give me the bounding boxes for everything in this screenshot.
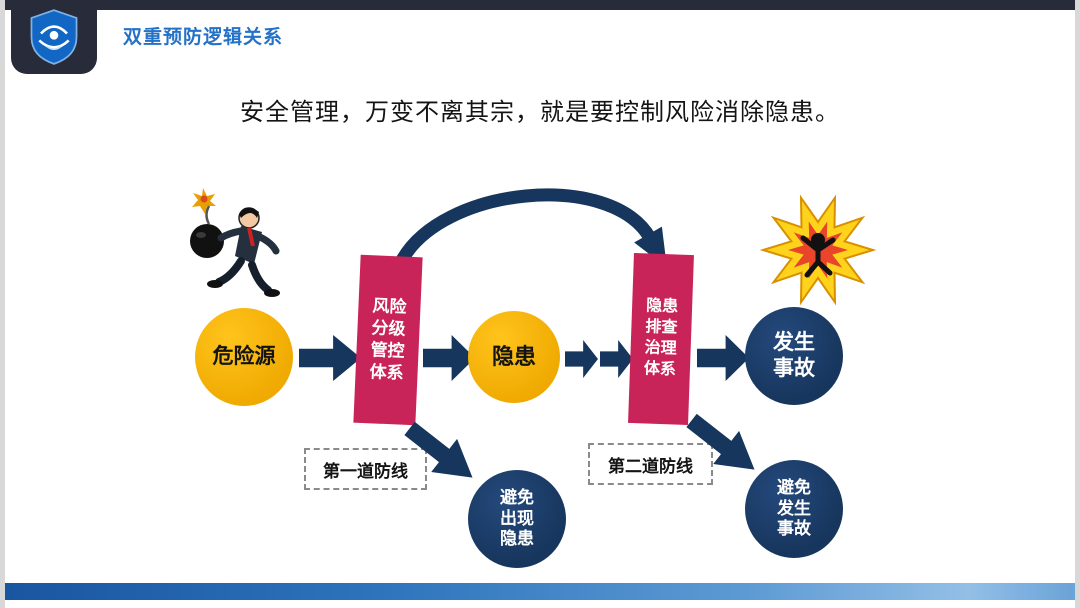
node-hidden-danger: 隐患 [468, 311, 560, 403]
first-defense-label: 第一道防线 [304, 448, 427, 490]
node-label-line: 事故 [773, 357, 815, 380]
arrow-right-icon [299, 335, 361, 381]
logo-badge [11, 0, 97, 74]
node-label-line: 出现 [500, 508, 534, 528]
node-label-line: 发生 [777, 498, 811, 518]
top-bar [5, 0, 1075, 10]
node-avoid-hidden-danger: 避免 出现 隐患 [468, 470, 566, 568]
node-label-line: 排查 [645, 318, 678, 337]
node-hazard-source: 危险源 [195, 308, 293, 406]
arrow-right-icon [600, 340, 633, 378]
node-label-line: 隐患 [500, 529, 534, 549]
node-label-line: 风险 [372, 296, 407, 317]
node-label-line: 管控 [370, 340, 405, 361]
node-label-line: 发生 [773, 331, 815, 355]
node-accident: 发生 事故 [745, 307, 843, 405]
node-label-line: 避免 [777, 477, 811, 497]
page-title: 双重预防逻辑关系 [123, 27, 284, 48]
node-label-line: 体系 [643, 360, 677, 379]
node-label: 危险源 [212, 345, 276, 369]
second-defense-label: 第二道防线 [588, 443, 713, 485]
node-label-line: 隐患 [645, 297, 679, 316]
node-label-line: 避免 [500, 487, 534, 507]
node-label-line: 事故 [777, 519, 811, 539]
node-inspection-system: 隐患 排查 治理 体系 [628, 253, 694, 425]
node-risk-control-system: 风险 分级 管控 体系 [353, 254, 423, 426]
defense-text: 第二道防线 [608, 456, 693, 476]
node-label: 隐患 [491, 343, 536, 369]
arrow-right-icon [697, 335, 749, 381]
shield-logo-icon [30, 9, 78, 65]
bomber-cartoon-image [190, 188, 280, 297]
slide: 双重预防逻辑关系 安全管理，万变不离其宗，就是要控制风险消除隐患。 [5, 0, 1075, 608]
node-label-line: 治理 [644, 339, 677, 358]
node-label-line: 分级 [371, 318, 406, 339]
explosion-cartoon-image [759, 194, 877, 306]
node-avoid-accident: 避免 发生 事故 [745, 460, 843, 558]
node-label-line: 体系 [369, 362, 404, 383]
bottom-accent-bar [5, 583, 1075, 600]
defense-text: 第一道防线 [323, 461, 408, 481]
slide-subtitle: 安全管理，万变不离其宗，就是要控制风险消除隐患。 [240, 99, 840, 126]
arrow-right-icon [565, 340, 598, 378]
